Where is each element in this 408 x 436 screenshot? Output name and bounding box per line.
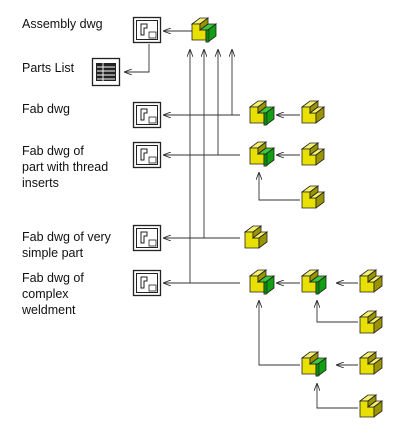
parts-list-icon [91, 57, 121, 87]
label-fab-dwg-simple-part: Fab dwg of very simple part [22, 230, 111, 260]
label-fab-dwg-weldment: Fab dwg of complex weldment [22, 271, 84, 317]
part-block-icon [359, 394, 383, 418]
assembly-block-icon [249, 141, 275, 167]
label-fab-dwg: Fab dwg [22, 102, 70, 116]
part-block-icon [301, 142, 325, 166]
label-fab-dwg-thread-inserts: Fab dwg of part with thread inserts [22, 144, 109, 190]
drawing-sheet-icon [132, 269, 162, 297]
part-block-icon [359, 310, 383, 334]
assembly-block-icon [301, 269, 327, 295]
part-block-icon [359, 269, 383, 293]
drawing-sheet-icon [132, 224, 162, 252]
connectors [125, 31, 358, 409]
drawing-sheet-icon [132, 101, 162, 129]
assembly-block-icon [191, 17, 217, 43]
assembly-block-icon [249, 100, 275, 126]
assembly-block-icon [301, 351, 327, 377]
label-assembly-dwg: Assembly dwg [22, 17, 103, 31]
part-block-icon [301, 185, 325, 209]
part-block-icon [301, 100, 325, 124]
part-block-icon [359, 351, 383, 375]
assembly-block-icon [249, 269, 275, 295]
drawing-sheet-icon [132, 141, 162, 169]
part-block-icon [244, 225, 268, 249]
drawing-sheet-icon [132, 16, 162, 44]
label-parts-list: Parts List [22, 61, 75, 75]
